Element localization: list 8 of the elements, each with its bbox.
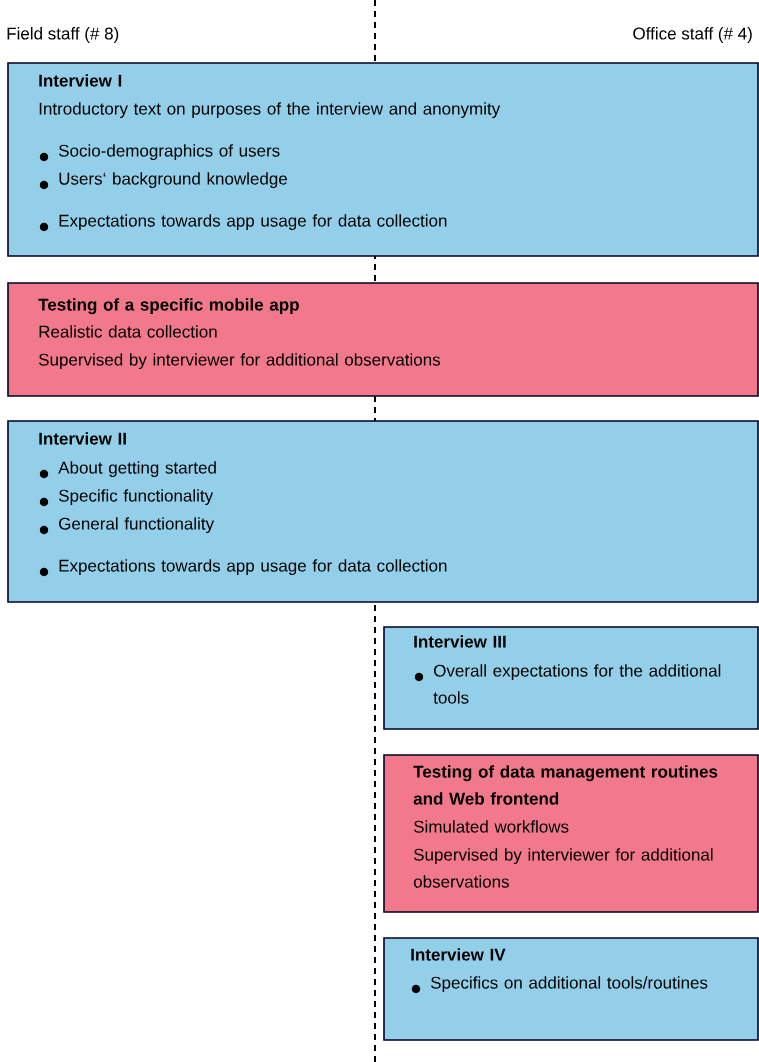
- column-heading: Office staff (# 4): [633, 27, 752, 43]
- interview-box: Interview IV Specifics on additional tools/routines: [383, 937, 759, 1041]
- testing-box: Testing of data management routines and Web frontend Simulated workflows Supervised by interviewer for additional observations: [383, 754, 759, 913]
- column-heading: Field staff (# 8): [7, 27, 119, 43]
- interview-box: Interview III Overall expectations for the additional tools: [383, 626, 759, 730]
- interview-box: Interview I Introductory text on purposes of the interview and anonymity Socio-demographics of users Users‘ background knowledge Expectations towards app usage for data collection: [7, 62, 759, 257]
- testing-box: Testing of a specific mobile app Realistic data collection Supervised by interviewer for additional observations: [7, 282, 759, 397]
- interview-box: Interview II About getting started Specific functionality General functionality Expectations towards app usage for data collection: [7, 420, 759, 603]
